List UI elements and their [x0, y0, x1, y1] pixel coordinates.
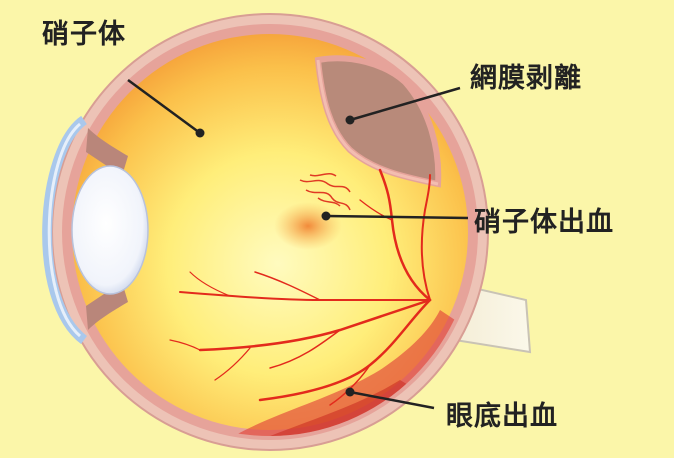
vitreous-hemorrhage-area [274, 202, 342, 250]
label-vitreous: 硝子体 [42, 12, 126, 51]
label-fundus-hemorrhage: 眼底出血 [446, 394, 558, 433]
lens [72, 166, 148, 294]
label-retinal-detachment: 網膜剥離 [470, 56, 582, 95]
label-vitreous-hemorrhage: 硝子体出血 [474, 200, 614, 239]
